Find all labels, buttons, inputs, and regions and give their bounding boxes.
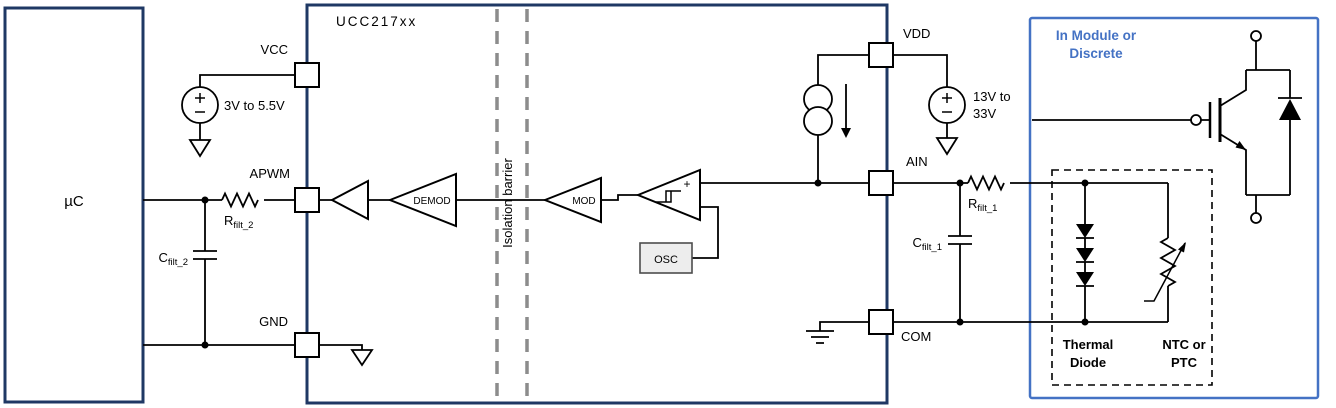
- comparator-osc-wire: [692, 206, 719, 259]
- igbt-collector: [1219, 70, 1247, 107]
- signal-wire: [319, 194, 638, 201]
- current-source-circle-bottom: [803, 106, 833, 136]
- vcc-pin: [294, 62, 320, 88]
- ntc-arrow-shaft: [1144, 242, 1186, 302]
- module-title-line2: Discrete: [1069, 46, 1123, 61]
- vcc-ground-icon: [188, 139, 212, 158]
- freewheel-diode-triangle: [1279, 99, 1301, 120]
- gnd-wire: [143, 344, 363, 350]
- apwm-filter: Rfilt_2 Cfilt_2: [143, 191, 295, 349]
- vdd-range-label-line1: 13V to: [973, 89, 1011, 104]
- r-filt-1-resistor: [967, 174, 1005, 192]
- com-net: [806, 321, 1168, 344]
- vcc-supply: 3V to 5.5V: [181, 74, 295, 158]
- ntc-label-line1: NTC or: [1162, 337, 1205, 352]
- gnd-pin-label: GND: [259, 314, 288, 329]
- junction-dot: [201, 196, 209, 204]
- igbt-rails: [1246, 41, 1290, 213]
- apwm-pin: [294, 187, 320, 213]
- r-filt-2-label: Rfilt_2: [224, 213, 253, 231]
- vcc-pin-label: VCC: [261, 42, 288, 57]
- hysteresis-icon: [656, 190, 681, 203]
- vdd-pin-label: VDD: [903, 26, 930, 41]
- module-title-line1: In Module or: [1056, 28, 1137, 43]
- vcc-source-symbol: [181, 86, 219, 124]
- thermal-diode-3: [1076, 272, 1094, 286]
- demod-label: DEMOD: [413, 196, 450, 207]
- ntc-arrow-head: [1178, 242, 1186, 253]
- module-outline: [1028, 16, 1320, 400]
- com-pin-label: COM: [901, 329, 931, 344]
- c-filt-2-label: Cfilt_2: [159, 250, 188, 268]
- chip-title: UCC217xx: [336, 14, 417, 29]
- com-ground-icon: [806, 330, 834, 344]
- junction-dot: [1081, 179, 1089, 187]
- vdd-pin: [868, 42, 894, 68]
- ain-pin: [868, 170, 894, 196]
- thermal-diode-1: [1076, 224, 1094, 238]
- gnd-pin: [294, 332, 320, 358]
- mcu-block: µC: [3, 6, 145, 404]
- thermal-diode-label-line1: Thermal: [1063, 337, 1114, 352]
- r-filt-2-resistor: [221, 191, 259, 209]
- ntc-label-line2: PTC: [1171, 355, 1198, 370]
- vdd-ground-icon: [935, 137, 959, 156]
- com-internal-wire: [819, 321, 869, 331]
- igbt: [1032, 30, 1302, 224]
- signal-chain: DEMOD MOD + OSC: [319, 168, 869, 274]
- gnd-net: [143, 344, 374, 367]
- vdd-source-polarity: [942, 93, 952, 113]
- osc-label: OSC: [654, 254, 678, 266]
- vdd-range-label-line2: 33V: [973, 106, 996, 121]
- isolation-barrier: Isolation barrier: [495, 9, 529, 399]
- mcu-label: µC: [64, 193, 84, 210]
- ntc-resistor: [1159, 237, 1177, 287]
- ain-filter: Rfilt_1 Cfilt_1: [893, 174, 1168, 326]
- osc-box: [639, 242, 693, 274]
- igbt-emitter: [1219, 133, 1247, 195]
- com-pin: [868, 309, 894, 335]
- sensor-outline: [1051, 169, 1213, 386]
- c-filt-1-label: Cfilt_1: [913, 235, 942, 253]
- mcu-box: [3, 6, 145, 404]
- r-filt-1-label: Rfilt_1: [968, 196, 997, 214]
- bias-current-source: [803, 54, 869, 187]
- thermal-diode-label-line2: Diode: [1070, 355, 1106, 370]
- vcc-wire: [199, 74, 295, 140]
- gate-terminal-circle: [1190, 114, 1202, 126]
- comparator-symbol: [635, 168, 701, 222]
- left-pins: VCC APWM GND: [250, 42, 320, 358]
- isolation-barrier-label: Isolation barrier: [500, 158, 515, 248]
- demod-symbol: [387, 172, 457, 228]
- junction-dot: [814, 179, 822, 187]
- junction-dot: [956, 179, 964, 187]
- emitter-terminal-circle: [1250, 212, 1262, 224]
- current-source-wire: [817, 54, 869, 183]
- vdd-wire: [893, 54, 948, 138]
- c-filt-1-capacitor: [948, 235, 972, 245]
- sensor-box: Thermal Diode NTC or PTC: [1051, 169, 1213, 386]
- mod-label: MOD: [572, 196, 595, 207]
- junction-dot: [1081, 318, 1089, 326]
- mod-symbol: [542, 176, 602, 224]
- comparator-plus-label: +: [683, 177, 690, 191]
- current-arrow-head: [841, 128, 851, 138]
- module-box: In Module or Discrete: [1028, 16, 1320, 400]
- right-pins: VDD AIN COM: [868, 26, 931, 344]
- thermal-diode-2: [1076, 248, 1094, 262]
- c-filt-2-capacitor: [193, 250, 217, 260]
- igbt-emitter-arrow: [1235, 141, 1246, 150]
- vdd-source-symbol: [928, 86, 966, 124]
- vcc-source-polarity: [195, 93, 205, 113]
- collector-terminal-circle: [1250, 30, 1262, 42]
- output-buffer-symbol: [329, 179, 369, 221]
- apwm-pin-label: APWM: [250, 166, 290, 181]
- ain-pin-label: AIN: [906, 154, 928, 169]
- vcc-range-label: 3V to 5.5V: [224, 98, 285, 113]
- vdd-supply: 13V to 33V: [893, 54, 1011, 156]
- gnd-ground-icon: [350, 349, 374, 367]
